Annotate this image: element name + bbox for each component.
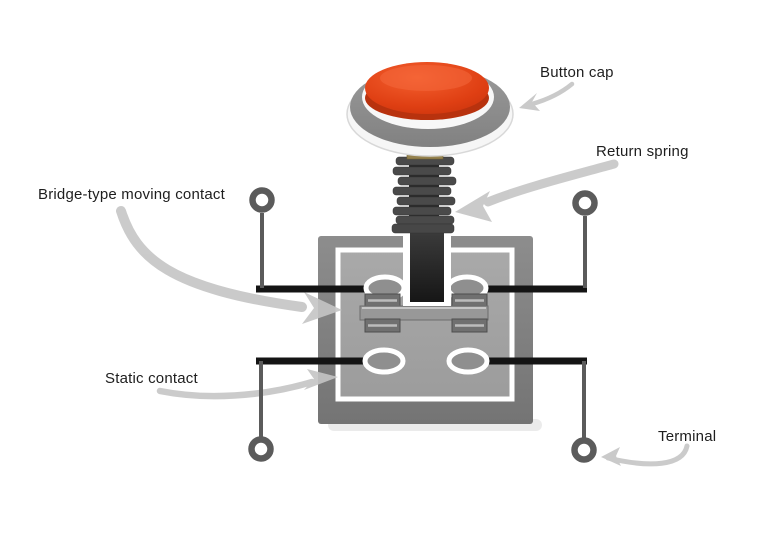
plunger	[403, 230, 451, 306]
contact-bottom-right	[446, 347, 490, 375]
bridge-contact-arrow	[116, 206, 342, 324]
terminal-ring-bottom-left	[248, 436, 274, 462]
terminal-ring-top-right	[572, 190, 598, 216]
terminal-label: Terminal	[658, 428, 717, 445]
return-spring-label: Return spring	[596, 143, 689, 160]
bridge-moving-contact	[359, 293, 489, 333]
button-cap-arrow	[519, 81, 575, 111]
button-cap-label: Button cap	[540, 64, 614, 81]
terminals	[248, 187, 598, 463]
button-cap	[346, 62, 514, 157]
callout-arrows	[116, 81, 690, 467]
terminal-ring-bottom-right	[571, 437, 597, 463]
spring-bottom-coil	[391, 223, 455, 234]
plunger-shaft	[410, 230, 444, 302]
static-contact-label: Static contact	[105, 370, 198, 387]
terminal-ring-top-left	[249, 187, 275, 213]
cap-highlight	[380, 65, 472, 91]
return-spring	[391, 155, 457, 234]
static-contact-arrow	[156, 369, 338, 400]
terminal-arrow	[601, 443, 690, 467]
return-spring-arrow	[455, 159, 619, 222]
contact-bottom-left	[362, 347, 406, 375]
bridge-moving-contact-label: Bridge-type moving contact	[38, 186, 225, 203]
